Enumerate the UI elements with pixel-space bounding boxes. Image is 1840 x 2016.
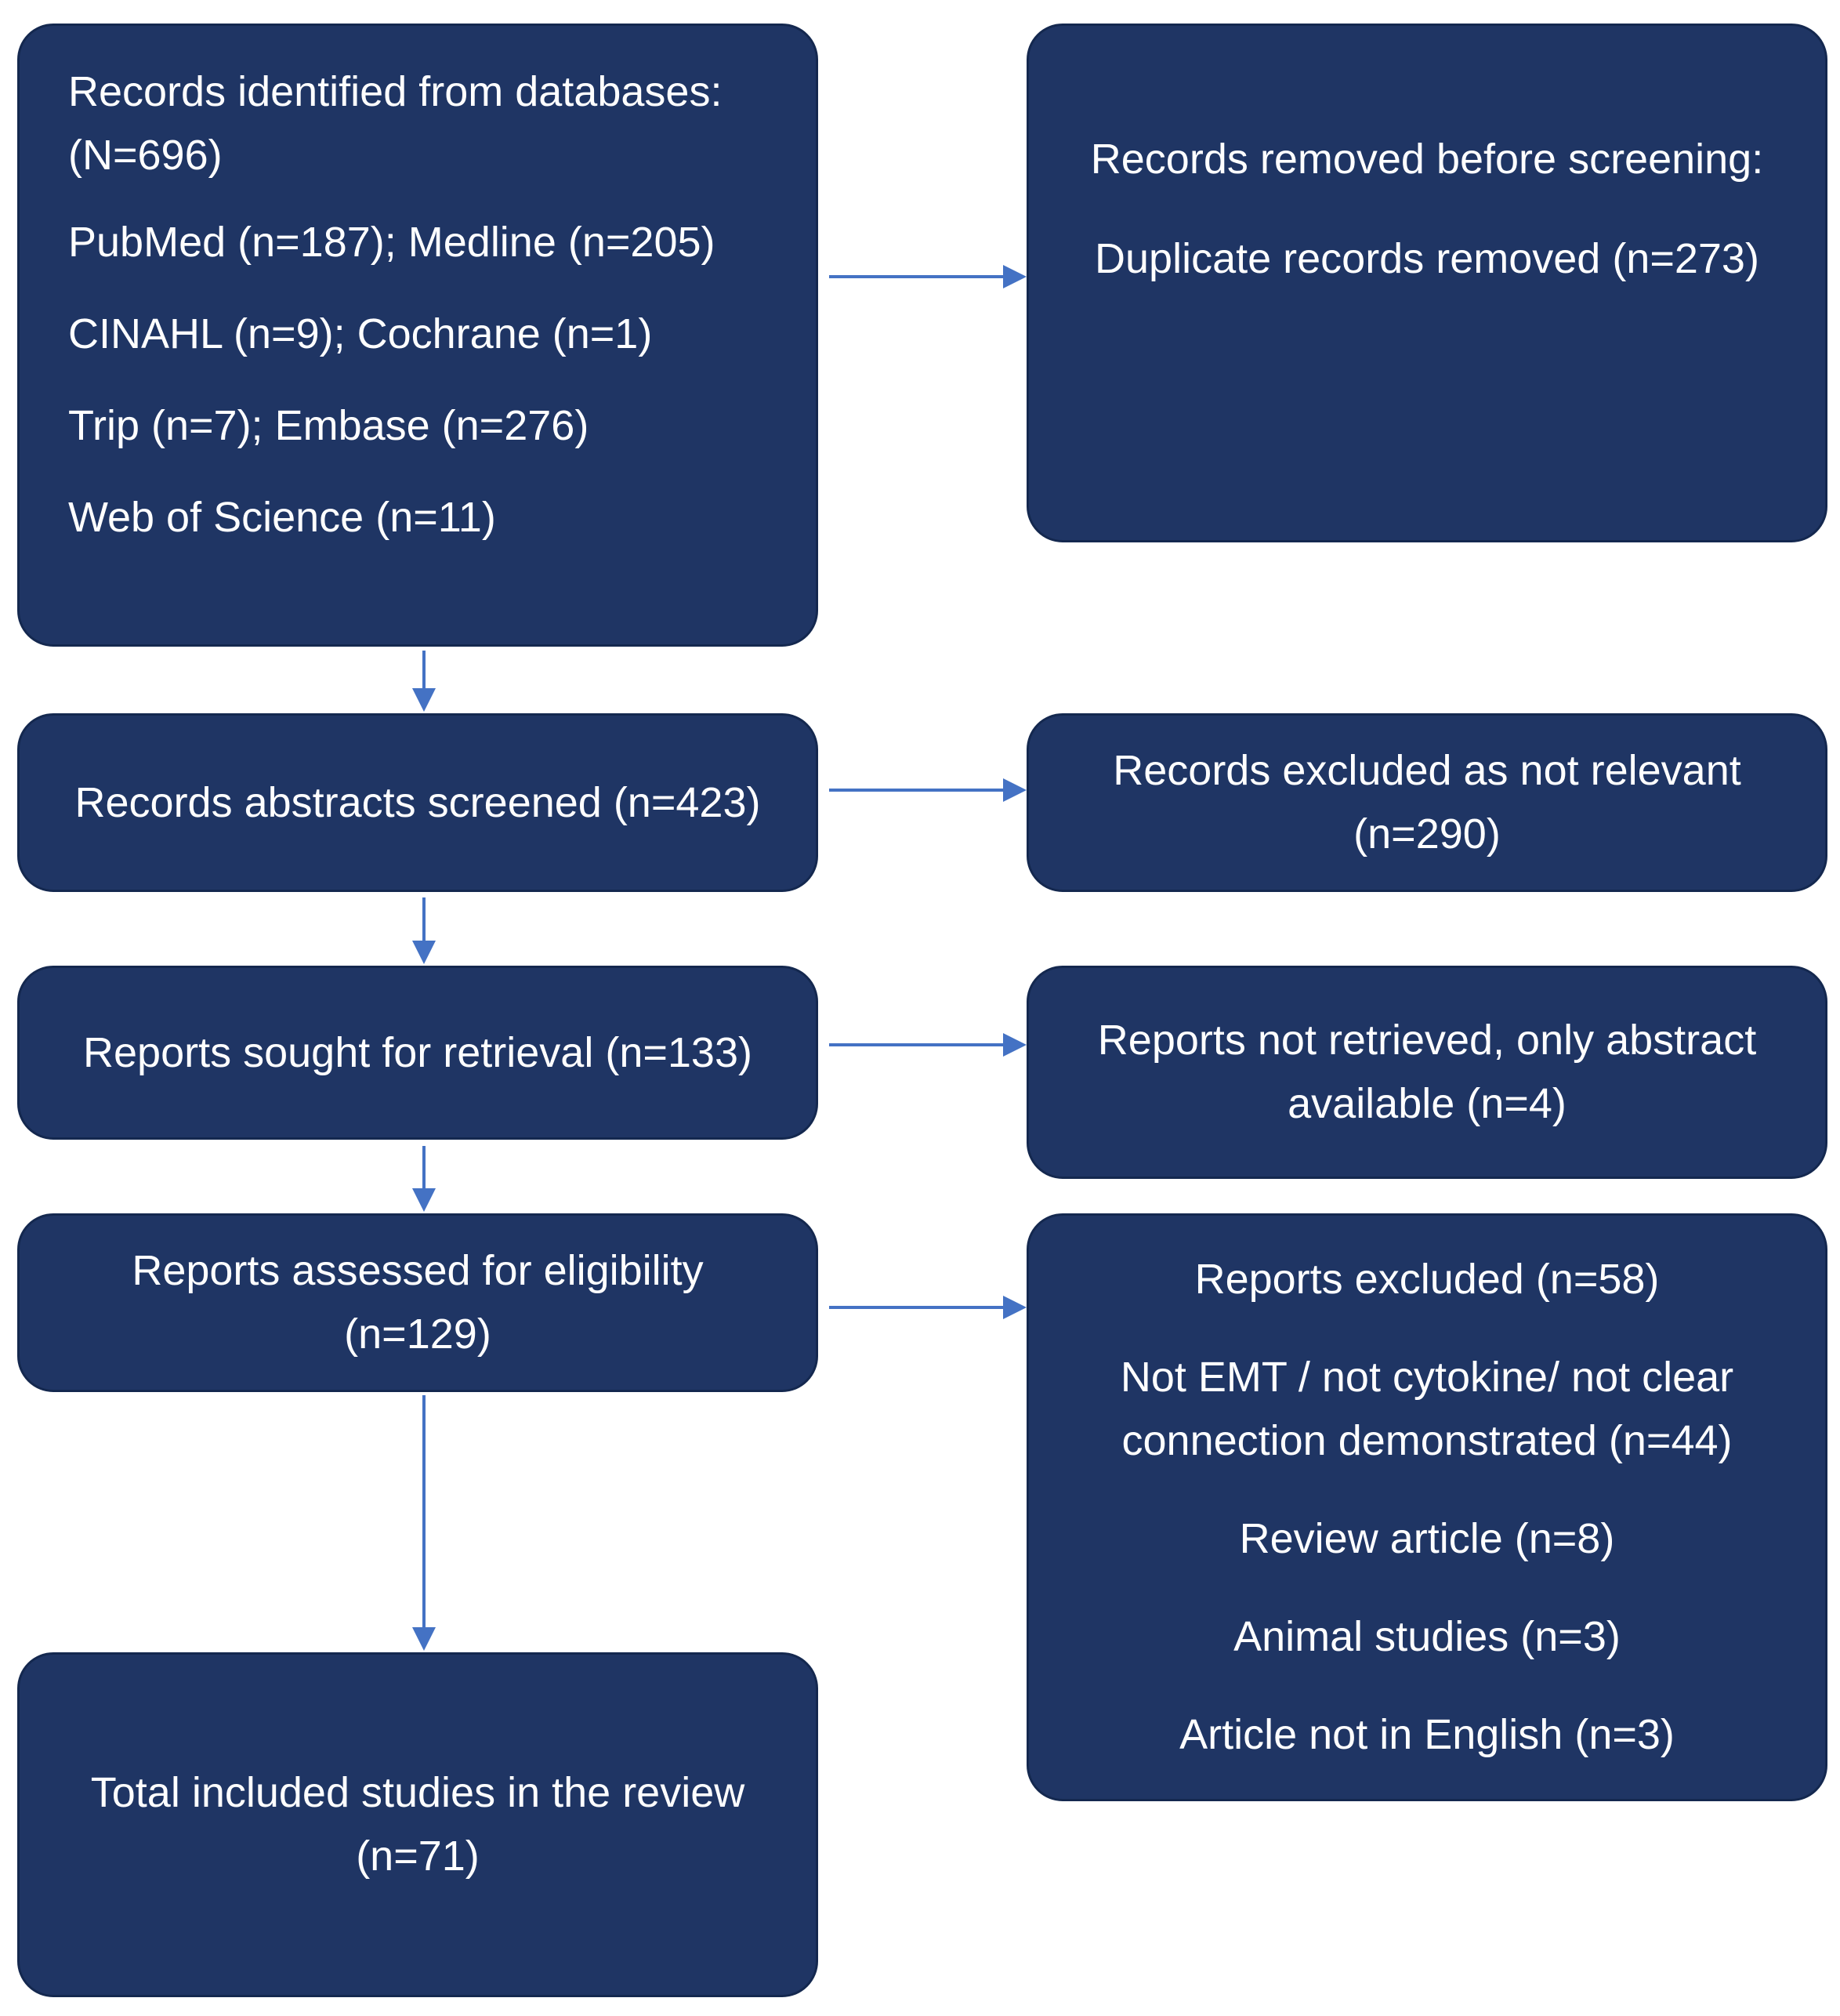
screened-text: Records abstracts screened (n=423): [74, 778, 761, 826]
assessed-text: Reports assessed for eligibility (n=129): [132, 1247, 704, 1358]
removed-box: Records removed before screening: Duplic…: [1027, 24, 1827, 542]
sought-text: Reports sought for retrieval (n=133): [83, 1028, 752, 1076]
identification-web-of-science: Web of Science (n=11): [68, 494, 496, 541]
excluded-not-relevant-box: Records excluded as not relevant (n=290): [1027, 713, 1827, 892]
reports-excluded-title: Reports excluded (n=58): [1194, 1256, 1660, 1303]
included-text: Total included studies in the review (n=…: [90, 1769, 745, 1880]
excluded-not-relevant-text: Records excluded as not relevant (n=290): [1113, 747, 1741, 858]
arrowhead-sought: [412, 941, 436, 964]
not-retrieved-text: Reports not retrieved, only abstract ava…: [1097, 1017, 1757, 1127]
screened-box: Records abstracts screened (n=423): [17, 713, 818, 892]
reports-excluded-reason-1: Not EMT / not cytokine/ not clear connec…: [1120, 1354, 1734, 1464]
identification-cinahl-cochrane: CINAHL (n=9); Cochrane (n=1): [68, 310, 653, 357]
not-retrieved-box: Reports not retrieved, only abstract ava…: [1027, 966, 1827, 1179]
arrowhead-screened: [412, 688, 436, 712]
identification-heading: Records identified from databases: (N=69…: [68, 68, 723, 179]
included-box: Total included studies in the review (n=…: [17, 1652, 818, 1997]
identification-pubmed-medline: PubMed (n=187); Medline (n=205): [68, 219, 715, 266]
reports-excluded-reason-4: Article not in English (n=3): [1179, 1711, 1675, 1758]
reports-excluded-reason-3: Animal studies (n=3): [1233, 1613, 1621, 1660]
assessed-box: Reports assessed for eligibility (n=129): [17, 1213, 818, 1392]
arrowhead-included: [412, 1627, 436, 1651]
arrowhead-not-retrieved: [1003, 1033, 1027, 1057]
identification-box: Records identified from databases: (N=69…: [17, 24, 818, 647]
sought-box: Reports sought for retrieval (n=133): [17, 966, 818, 1140]
arrowhead-reports-excluded: [1003, 1296, 1027, 1319]
arrowhead-removed: [1003, 265, 1027, 288]
identification-trip-embase: Trip (n=7); Embase (n=276): [68, 402, 589, 449]
reports-excluded-reason-2: Review article (n=8): [1239, 1515, 1615, 1562]
arrowhead-assessed: [412, 1188, 436, 1212]
removed-detail: Duplicate records removed (n=273): [1095, 235, 1759, 282]
arrowhead-excluded-not-relevant: [1003, 778, 1027, 802]
reports-excluded-box: Reports excluded (n=58) Not EMT / not cy…: [1027, 1213, 1827, 1801]
removed-title: Records removed before screening:: [1090, 136, 1764, 183]
